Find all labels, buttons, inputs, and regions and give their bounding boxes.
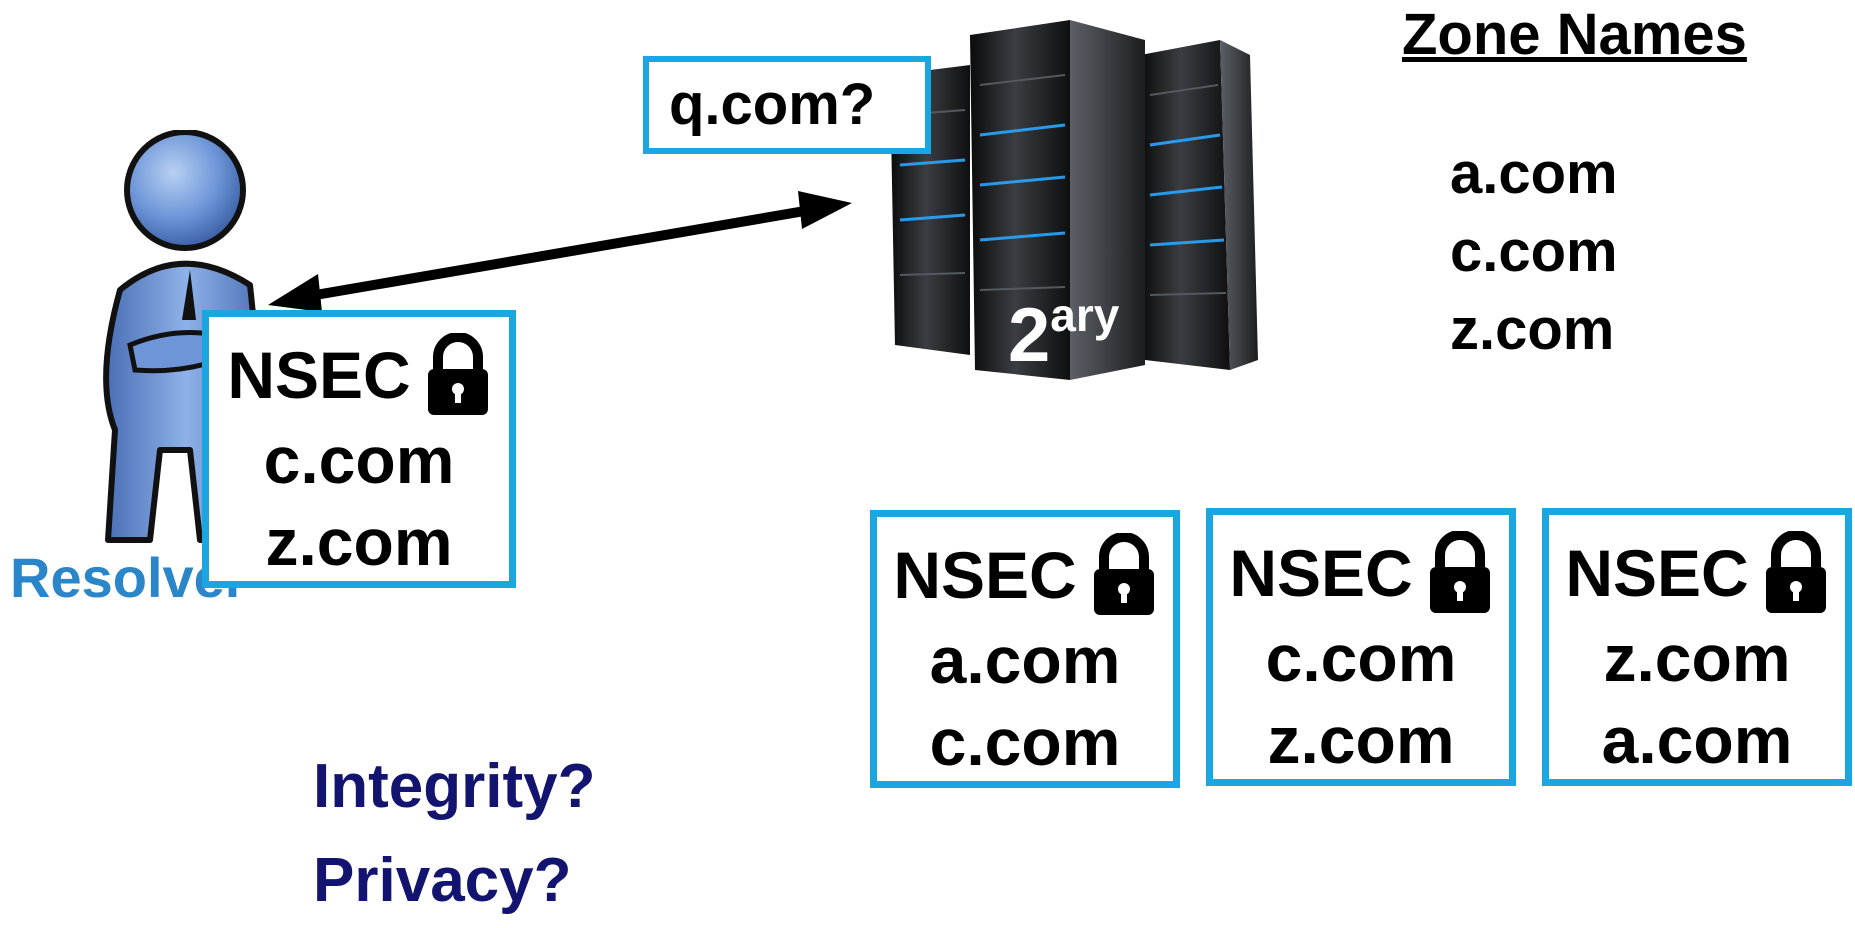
nsec-record: NSEC a.com c.com	[870, 510, 1180, 788]
question-privacy: Privacy?	[313, 846, 572, 915]
question-integrity: Integrity?	[313, 752, 596, 821]
zone-name: c.com	[1450, 219, 1618, 284]
nsec-record-from: c.com	[263, 423, 455, 497]
nsec-record-header: NSEC	[1549, 529, 1845, 617]
lock-icon	[425, 333, 491, 417]
lock-icon	[1091, 533, 1157, 617]
nsec-record-to: z.com	[1267, 703, 1455, 777]
nsec-record-to: c.com	[929, 705, 1121, 779]
nsec-record: NSEC z.com a.com	[1542, 508, 1852, 786]
nsec-record-from: c.com	[1265, 621, 1457, 695]
nsec-record-type: NSEC	[893, 538, 1077, 612]
nsec-record-header: NSEC	[209, 331, 509, 419]
nsec-record-from: a.com	[929, 623, 1121, 697]
nsec-record: NSEC c.com z.com	[1206, 508, 1516, 786]
nsec-record-header: NSEC	[1213, 529, 1509, 617]
server-label: 2ary	[1008, 292, 1119, 374]
resolver-nsec-record: NSEC c.com z.com	[202, 310, 516, 588]
nsec-record-header: NSEC	[877, 531, 1173, 619]
zone-names-title: Zone Names	[1402, 2, 1747, 67]
nsec-record-type: NSEC	[1229, 536, 1413, 610]
nsec-record-type: NSEC	[1565, 536, 1749, 610]
nsec-record-from: z.com	[1603, 621, 1791, 695]
server-label-base: 2	[1008, 293, 1051, 378]
nsec-record-to: a.com	[1601, 703, 1793, 777]
lock-icon	[1427, 531, 1493, 615]
questions: Integrity? Privacy?	[313, 740, 595, 928]
zone-names-list: a.com c.com z.com	[1450, 135, 1618, 369]
zone-name: z.com	[1450, 297, 1615, 362]
server-label-sup: ary	[1050, 289, 1120, 341]
query-box: q.com?	[643, 56, 931, 154]
nsec-record-type: NSEC	[227, 338, 411, 412]
nsec-record-to: z.com	[265, 505, 453, 579]
lock-icon	[1763, 531, 1829, 615]
zone-name: a.com	[1450, 141, 1618, 206]
